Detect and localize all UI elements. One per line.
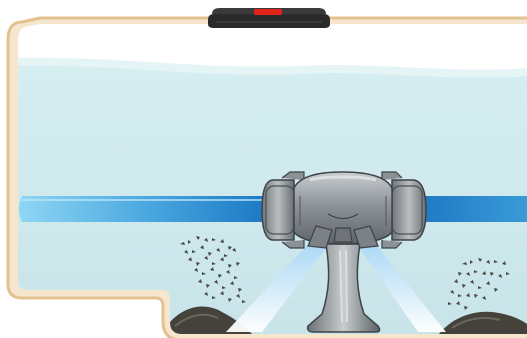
lid-cap-icon — [208, 8, 330, 28]
